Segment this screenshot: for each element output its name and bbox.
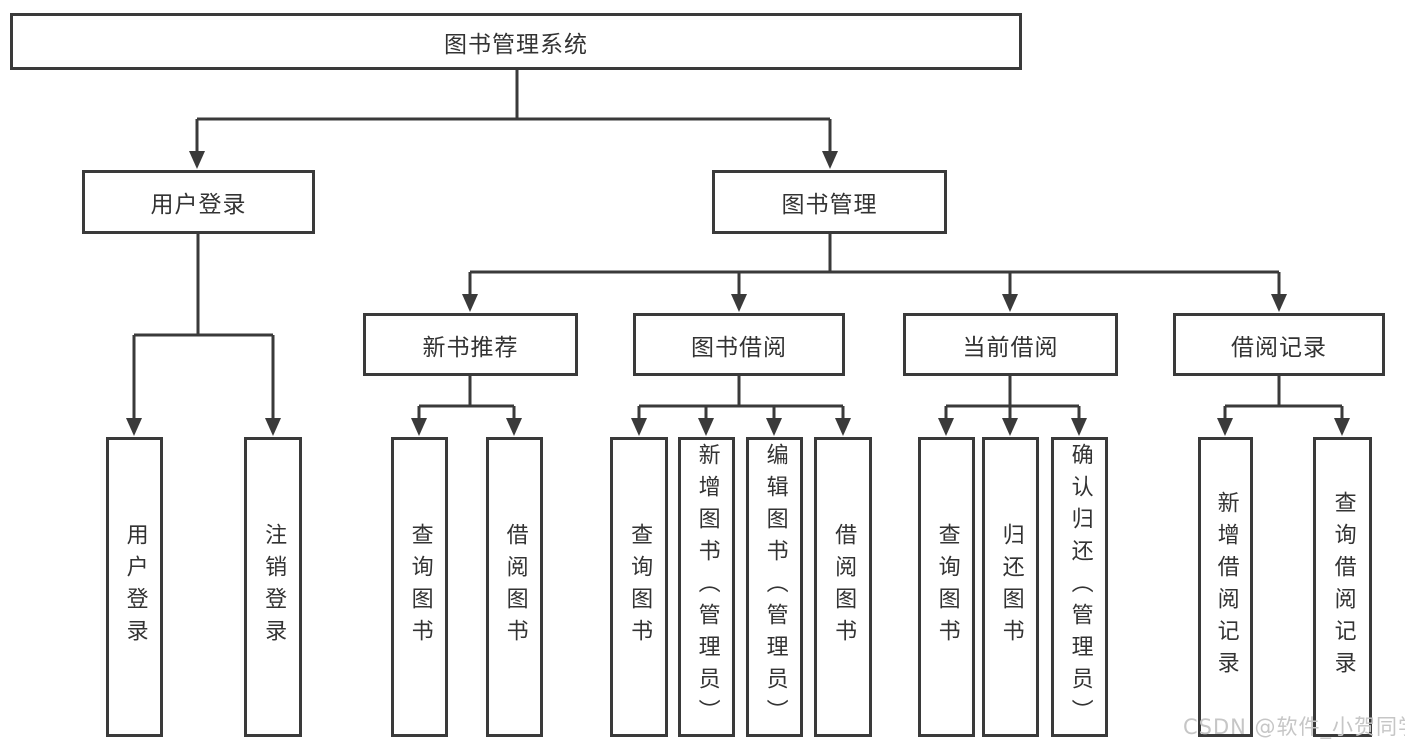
arrowhead [1271, 294, 1287, 312]
node-new-book-recommend: 新书推荐 [363, 313, 578, 376]
node-borrowing-records: 借阅记录 [1173, 313, 1385, 376]
arrowhead [698, 418, 714, 436]
arrowhead [1334, 418, 1350, 436]
arrowhead [835, 418, 851, 436]
node-book-borrowing: 图书借阅 [633, 313, 845, 376]
arrowhead [1002, 418, 1018, 436]
arrowhead [938, 418, 954, 436]
node-user-login: 用户登录 [82, 170, 315, 234]
leaf-query-books-current: 查询图书 [918, 437, 975, 737]
node-root: 图书管理系统 [10, 13, 1022, 70]
watermark-text: CSDN @软件_小贺同学 [1183, 715, 1405, 739]
node-current-borrowing: 当前借阅 [903, 313, 1118, 376]
arrowhead [189, 151, 205, 169]
leaf-edit-books-admin: 编辑图书（管理员） [746, 437, 803, 737]
leaf-borrow-books: 借阅图书 [814, 437, 872, 737]
leaf-query-borrow-record: 查询借阅记录 [1313, 437, 1372, 737]
leaf-logout: 注销登录 [244, 437, 302, 737]
leaf-user-login: 用户登录 [106, 437, 163, 737]
leaf-query-books-recommend: 查询图书 [391, 437, 448, 737]
arrowhead [126, 418, 142, 436]
arrowhead [265, 418, 281, 436]
arrowhead [766, 418, 782, 436]
arrowhead [631, 418, 647, 436]
arrowhead [822, 151, 838, 169]
arrowhead [1002, 294, 1018, 312]
leaf-query-books-borrow: 查询图书 [610, 437, 668, 737]
arrowhead [731, 294, 747, 312]
leaf-confirm-return-admin: 确认归还（管理员） [1051, 437, 1108, 737]
leaf-add-borrow-record: 新增借阅记录 [1198, 437, 1253, 737]
arrowhead [506, 418, 522, 436]
arrowhead [1071, 418, 1087, 436]
arrowhead [462, 294, 478, 312]
leaf-return-books: 归还图书 [982, 437, 1039, 737]
node-book-management: 图书管理 [712, 170, 947, 234]
leaf-add-books-admin: 新增图书（管理员） [678, 437, 735, 737]
leaf-borrow-books-recommend: 借阅图书 [486, 437, 543, 737]
arrowhead [1217, 418, 1233, 436]
arrowhead [411, 418, 427, 436]
